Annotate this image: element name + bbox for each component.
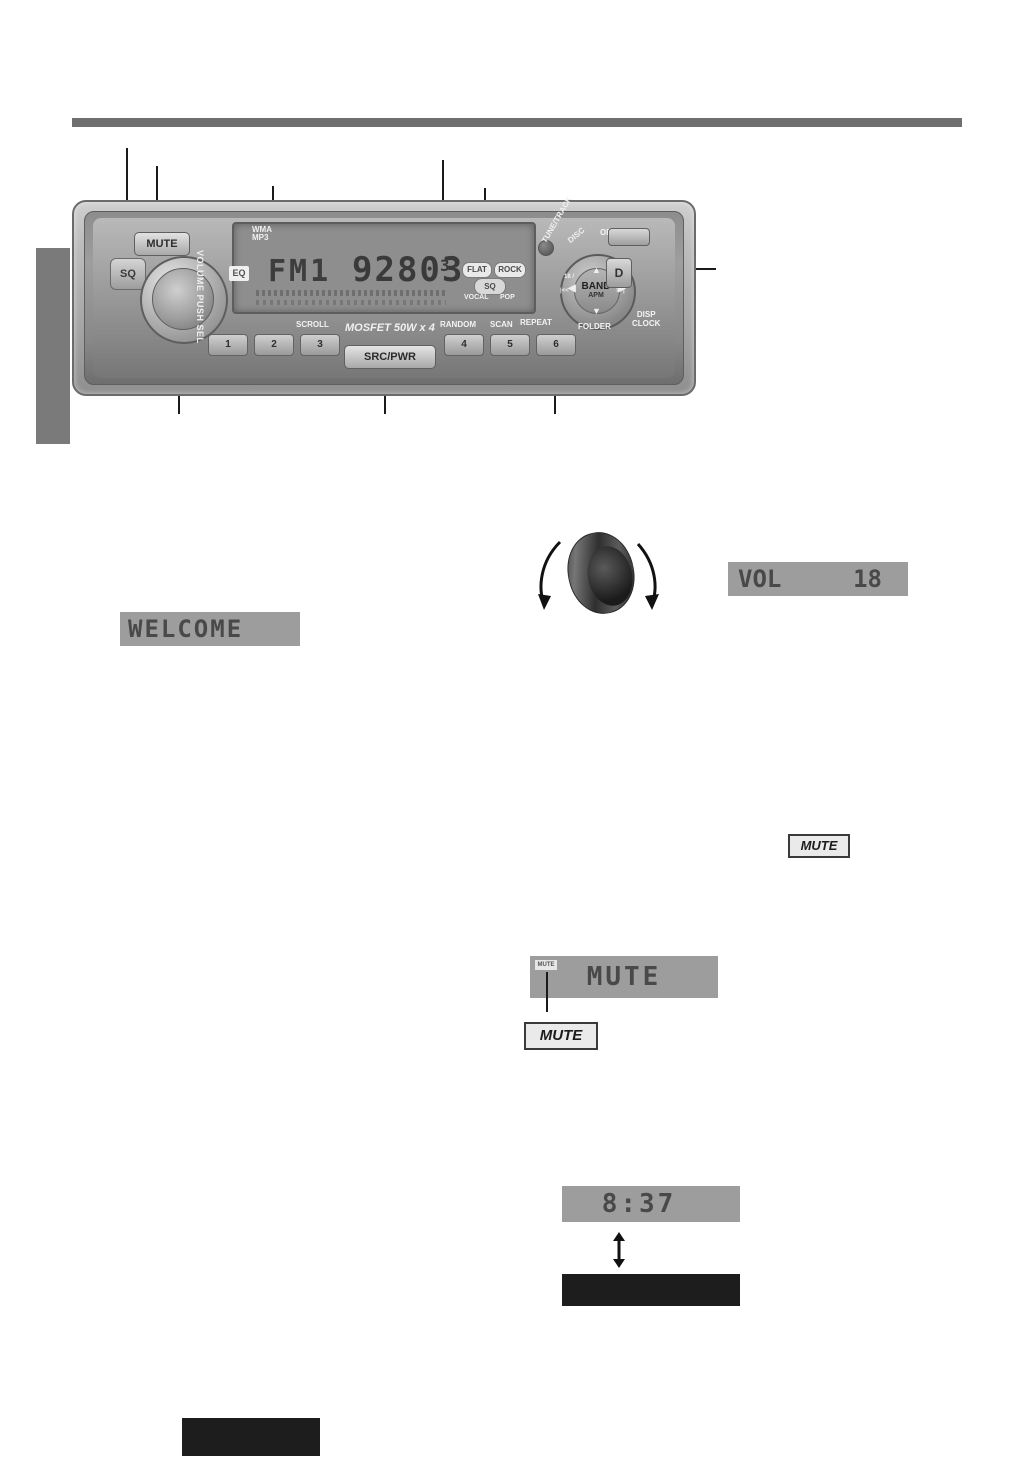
preset-button-1[interactable]: 1: [208, 334, 248, 356]
volume-knob-label: VOLUME PUSH SEL: [195, 250, 205, 344]
chevron-right-icon[interactable]: ▶: [618, 283, 626, 294]
repeat-label: REPEAT: [520, 318, 552, 327]
clock-display-figure: 8:37: [562, 1186, 740, 1222]
mute-indicator-icon: MUTE: [535, 960, 557, 970]
remote-sensor-icon: [538, 240, 554, 256]
seek-left-label: 18 /: [564, 274, 575, 280]
page-side-tab: [36, 248, 70, 444]
page-top-rule: [72, 118, 962, 127]
preset-button-6[interactable]: 6: [536, 334, 576, 356]
track-prev-label: |<<: [560, 288, 569, 294]
apm-label: APM: [588, 292, 604, 299]
preset-button-2[interactable]: 2: [254, 334, 294, 356]
mute-button[interactable]: MUTE: [134, 232, 190, 256]
mute-badge-bottom: MUTE: [524, 1022, 598, 1050]
clock-label: CLOCK: [632, 319, 661, 328]
folder-label: FOLDER: [578, 322, 611, 331]
band-label: BAND: [581, 281, 611, 292]
toggle-up-down-arrow-icon: [613, 1232, 625, 1268]
chevron-down-icon[interactable]: ▼: [592, 306, 601, 316]
clock-display-text: 8:37: [601, 1189, 677, 1219]
src-pwr-button[interactable]: SRC/PWR: [344, 345, 436, 369]
mosfet-label: MOSFET 50W x 4: [345, 322, 435, 334]
sq-vocal-label: VOCAL: [464, 294, 489, 301]
d-button[interactable]: D: [606, 258, 632, 288]
page-footer-block: [182, 1418, 320, 1456]
preset-button-3[interactable]: 3: [300, 334, 340, 356]
display-segment-bar-upper: [256, 290, 446, 296]
volume-display-value: 18: [853, 565, 882, 593]
chevron-left-icon[interactable]: ◀: [568, 283, 576, 294]
welcome-display-text: WELCOME: [128, 615, 244, 643]
blank-display-figure: [562, 1274, 740, 1306]
preset-button-4[interactable]: 4: [444, 334, 484, 356]
volume-display-label: VOL: [738, 565, 782, 593]
dial-rotation-arrows: [538, 540, 659, 610]
random-label: RANDOM: [440, 320, 476, 329]
chevron-up-icon[interactable]: ▲: [592, 265, 601, 275]
mute-badge-top: MUTE: [788, 834, 850, 858]
callout-line-mute-indicator: [546, 972, 548, 1012]
volume-knob-inner[interactable]: [152, 268, 214, 330]
mute-display-text: MUTE: [586, 962, 662, 992]
eq-indicator: EQ: [229, 266, 249, 281]
display-source-text: FM1: [268, 254, 332, 289]
sq-flat-indicator: FLAT: [462, 262, 492, 278]
display-preset-number: 3: [440, 256, 450, 275]
mute-display-figure: MUTE: [530, 956, 718, 998]
preset-button-5[interactable]: 5: [490, 334, 530, 356]
scroll-label: SCROLL: [296, 320, 329, 329]
disp-clock-label: DISP CLOCK: [632, 310, 660, 328]
display-segment-bar-lower: [256, 300, 446, 305]
sq-mode-indicator: SQ: [474, 278, 506, 295]
disp-label: DISP: [636, 310, 656, 319]
sq-rock-indicator: ROCK: [494, 262, 526, 278]
volume-display-figure: VOL 18: [728, 562, 908, 596]
welcome-display-figure: WELCOME: [120, 612, 300, 646]
scan-label: SCAN: [490, 320, 513, 329]
sq-pop-label: POP: [500, 294, 515, 301]
display-frequency-text: 92803: [352, 250, 465, 290]
open-button[interactable]: [608, 228, 650, 246]
sq-button[interactable]: SQ: [110, 258, 146, 290]
track-next-label: >>|: [616, 288, 625, 294]
